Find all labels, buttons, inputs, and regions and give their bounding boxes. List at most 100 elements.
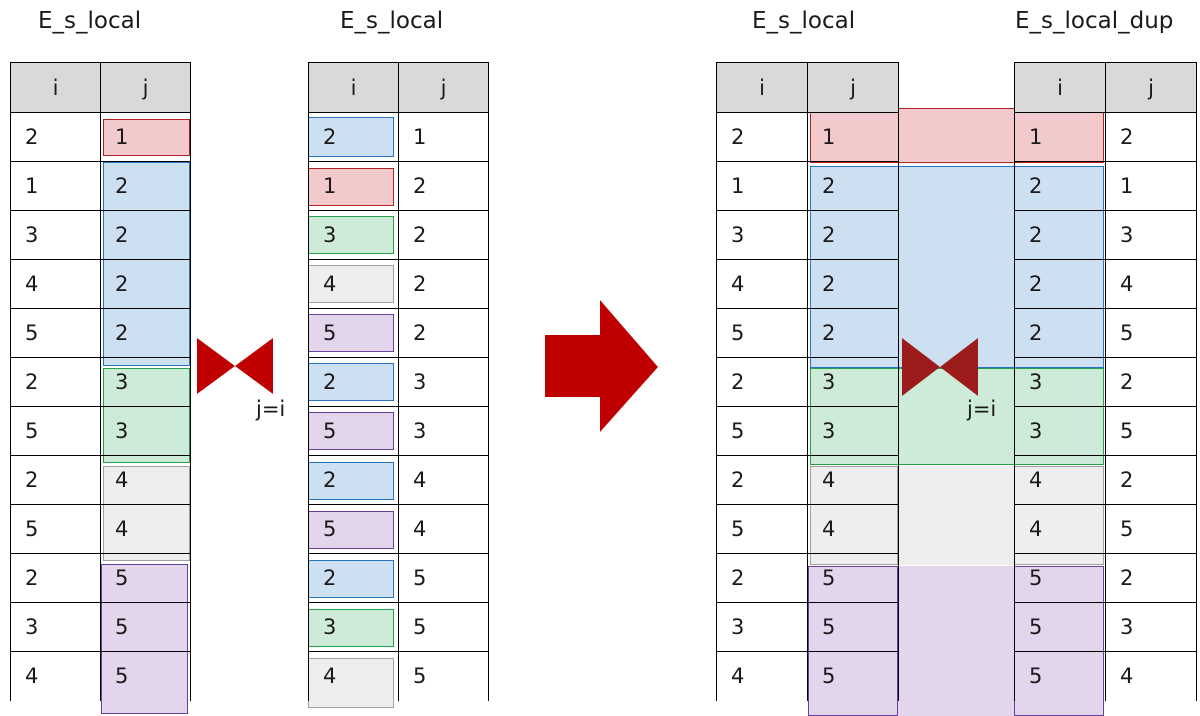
cell-j: 1 bbox=[100, 112, 191, 162]
cell-i: 1 bbox=[308, 161, 399, 211]
cell-j: 4 bbox=[1105, 651, 1197, 701]
cell-j: 2 bbox=[807, 308, 899, 358]
table-header-row: i j bbox=[1014, 62, 1197, 113]
cell-i: 3 bbox=[10, 210, 101, 260]
cell-j: 4 bbox=[398, 504, 489, 554]
bowtie-join-icon bbox=[902, 338, 978, 396]
cell-j: 5 bbox=[1105, 406, 1197, 456]
column-header-j: j bbox=[398, 62, 489, 113]
cell-j: 4 bbox=[807, 504, 899, 554]
cell-j: 2 bbox=[100, 210, 191, 260]
cell-i: 4 bbox=[1014, 504, 1106, 554]
cell-j: 2 bbox=[100, 308, 191, 358]
cell-i: 2 bbox=[308, 357, 399, 407]
cell-j: 4 bbox=[1105, 259, 1197, 309]
cell-i: 4 bbox=[1014, 455, 1106, 505]
cell-j: 5 bbox=[398, 553, 489, 603]
cell-j: 2 bbox=[100, 161, 191, 211]
cell-j: 2 bbox=[807, 161, 899, 211]
cell-j: 1 bbox=[398, 112, 489, 162]
cell-j: 3 bbox=[807, 406, 899, 456]
column-header-j: j bbox=[807, 62, 899, 113]
column-header-i: i bbox=[1014, 62, 1106, 113]
cell-i: 5 bbox=[716, 308, 808, 358]
cell-i: 2 bbox=[308, 553, 399, 603]
cell-i: 4 bbox=[10, 259, 101, 309]
cell-j: 5 bbox=[100, 651, 191, 701]
cell-i: 5 bbox=[1014, 602, 1106, 652]
cell-j: 5 bbox=[1105, 504, 1197, 554]
table-header-row: i j bbox=[10, 62, 191, 113]
bowtie-join-icon bbox=[197, 338, 273, 394]
column-header-j: j bbox=[100, 62, 191, 113]
cell-j: 2 bbox=[398, 161, 489, 211]
cell-i: 2 bbox=[308, 112, 399, 162]
cell-j: 5 bbox=[807, 651, 899, 701]
cell-i: 5 bbox=[716, 406, 808, 456]
cell-i: 2 bbox=[716, 112, 808, 162]
join-condition-label: j=i bbox=[256, 397, 286, 421]
cell-i: 5 bbox=[1014, 553, 1106, 603]
cell-i: 1 bbox=[1014, 112, 1106, 162]
cell-i: 2 bbox=[10, 553, 101, 603]
cell-i: 2 bbox=[716, 357, 808, 407]
cell-j: 5 bbox=[807, 602, 899, 652]
cell-i: 3 bbox=[308, 210, 399, 260]
cell-j: 4 bbox=[100, 504, 191, 554]
cell-i: 2 bbox=[716, 455, 808, 505]
cell-i: 2 bbox=[1014, 308, 1106, 358]
cell-i: 2 bbox=[10, 357, 101, 407]
cell-j: 2 bbox=[807, 210, 899, 260]
cell-j: 2 bbox=[1105, 112, 1197, 162]
cell-i: 5 bbox=[308, 406, 399, 456]
cell-j: 2 bbox=[398, 259, 489, 309]
cell-j: 5 bbox=[398, 602, 489, 652]
cell-j: 1 bbox=[1105, 161, 1197, 211]
cell-i: 5 bbox=[10, 504, 101, 554]
cell-i: 4 bbox=[308, 651, 399, 701]
cell-j: 5 bbox=[807, 553, 899, 603]
cell-i: 2 bbox=[1014, 210, 1106, 260]
cell-j: 4 bbox=[100, 455, 191, 505]
cell-j: 2 bbox=[398, 308, 489, 358]
cell-i: 2 bbox=[1014, 161, 1106, 211]
cell-j: 2 bbox=[1105, 455, 1197, 505]
column-header-j: j bbox=[1105, 62, 1197, 113]
cell-j: 2 bbox=[100, 259, 191, 309]
